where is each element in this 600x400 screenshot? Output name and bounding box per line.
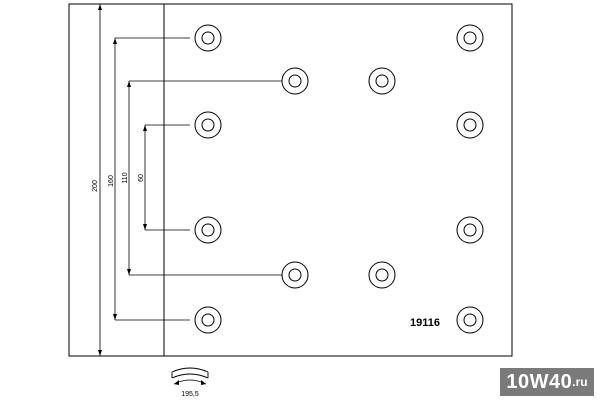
arc-dimension-label: 195,5 (181, 391, 199, 398)
watermark-suffix: .ru (572, 375, 588, 389)
rivet-hole (456, 111, 484, 139)
rivet-hole (456, 306, 484, 334)
rivet-holes (194, 24, 484, 334)
lining-outline (68, 3, 513, 357)
rivet-hole (368, 261, 396, 289)
rivet-hole (281, 67, 309, 95)
part-number: 19116 (410, 317, 440, 329)
dimension-160: 160 (108, 37, 190, 321)
arc-dimension: 195,5 (171, 367, 209, 398)
watermark-prefix: 10 (506, 370, 530, 393)
watermark-main: W40 (529, 370, 573, 393)
rivet-hole (368, 67, 396, 95)
dimension-200-label: 200 (92, 180, 99, 192)
rivet-hole (194, 306, 222, 334)
dimension-110: 110 (122, 80, 282, 276)
dimension-200: 200 (92, 4, 102, 356)
rivet-hole (194, 111, 222, 139)
rivet-hole (194, 216, 222, 244)
rivet-hole (194, 24, 222, 52)
rivet-hole (456, 24, 484, 52)
dimension-160-label: 160 (108, 175, 115, 187)
dimension-110-label: 110 (122, 172, 129, 183)
dimension-60: 60 (138, 124, 190, 231)
rivet-hole (281, 261, 309, 289)
dimension-60-label: 60 (138, 174, 145, 182)
rivet-hole (456, 216, 484, 244)
